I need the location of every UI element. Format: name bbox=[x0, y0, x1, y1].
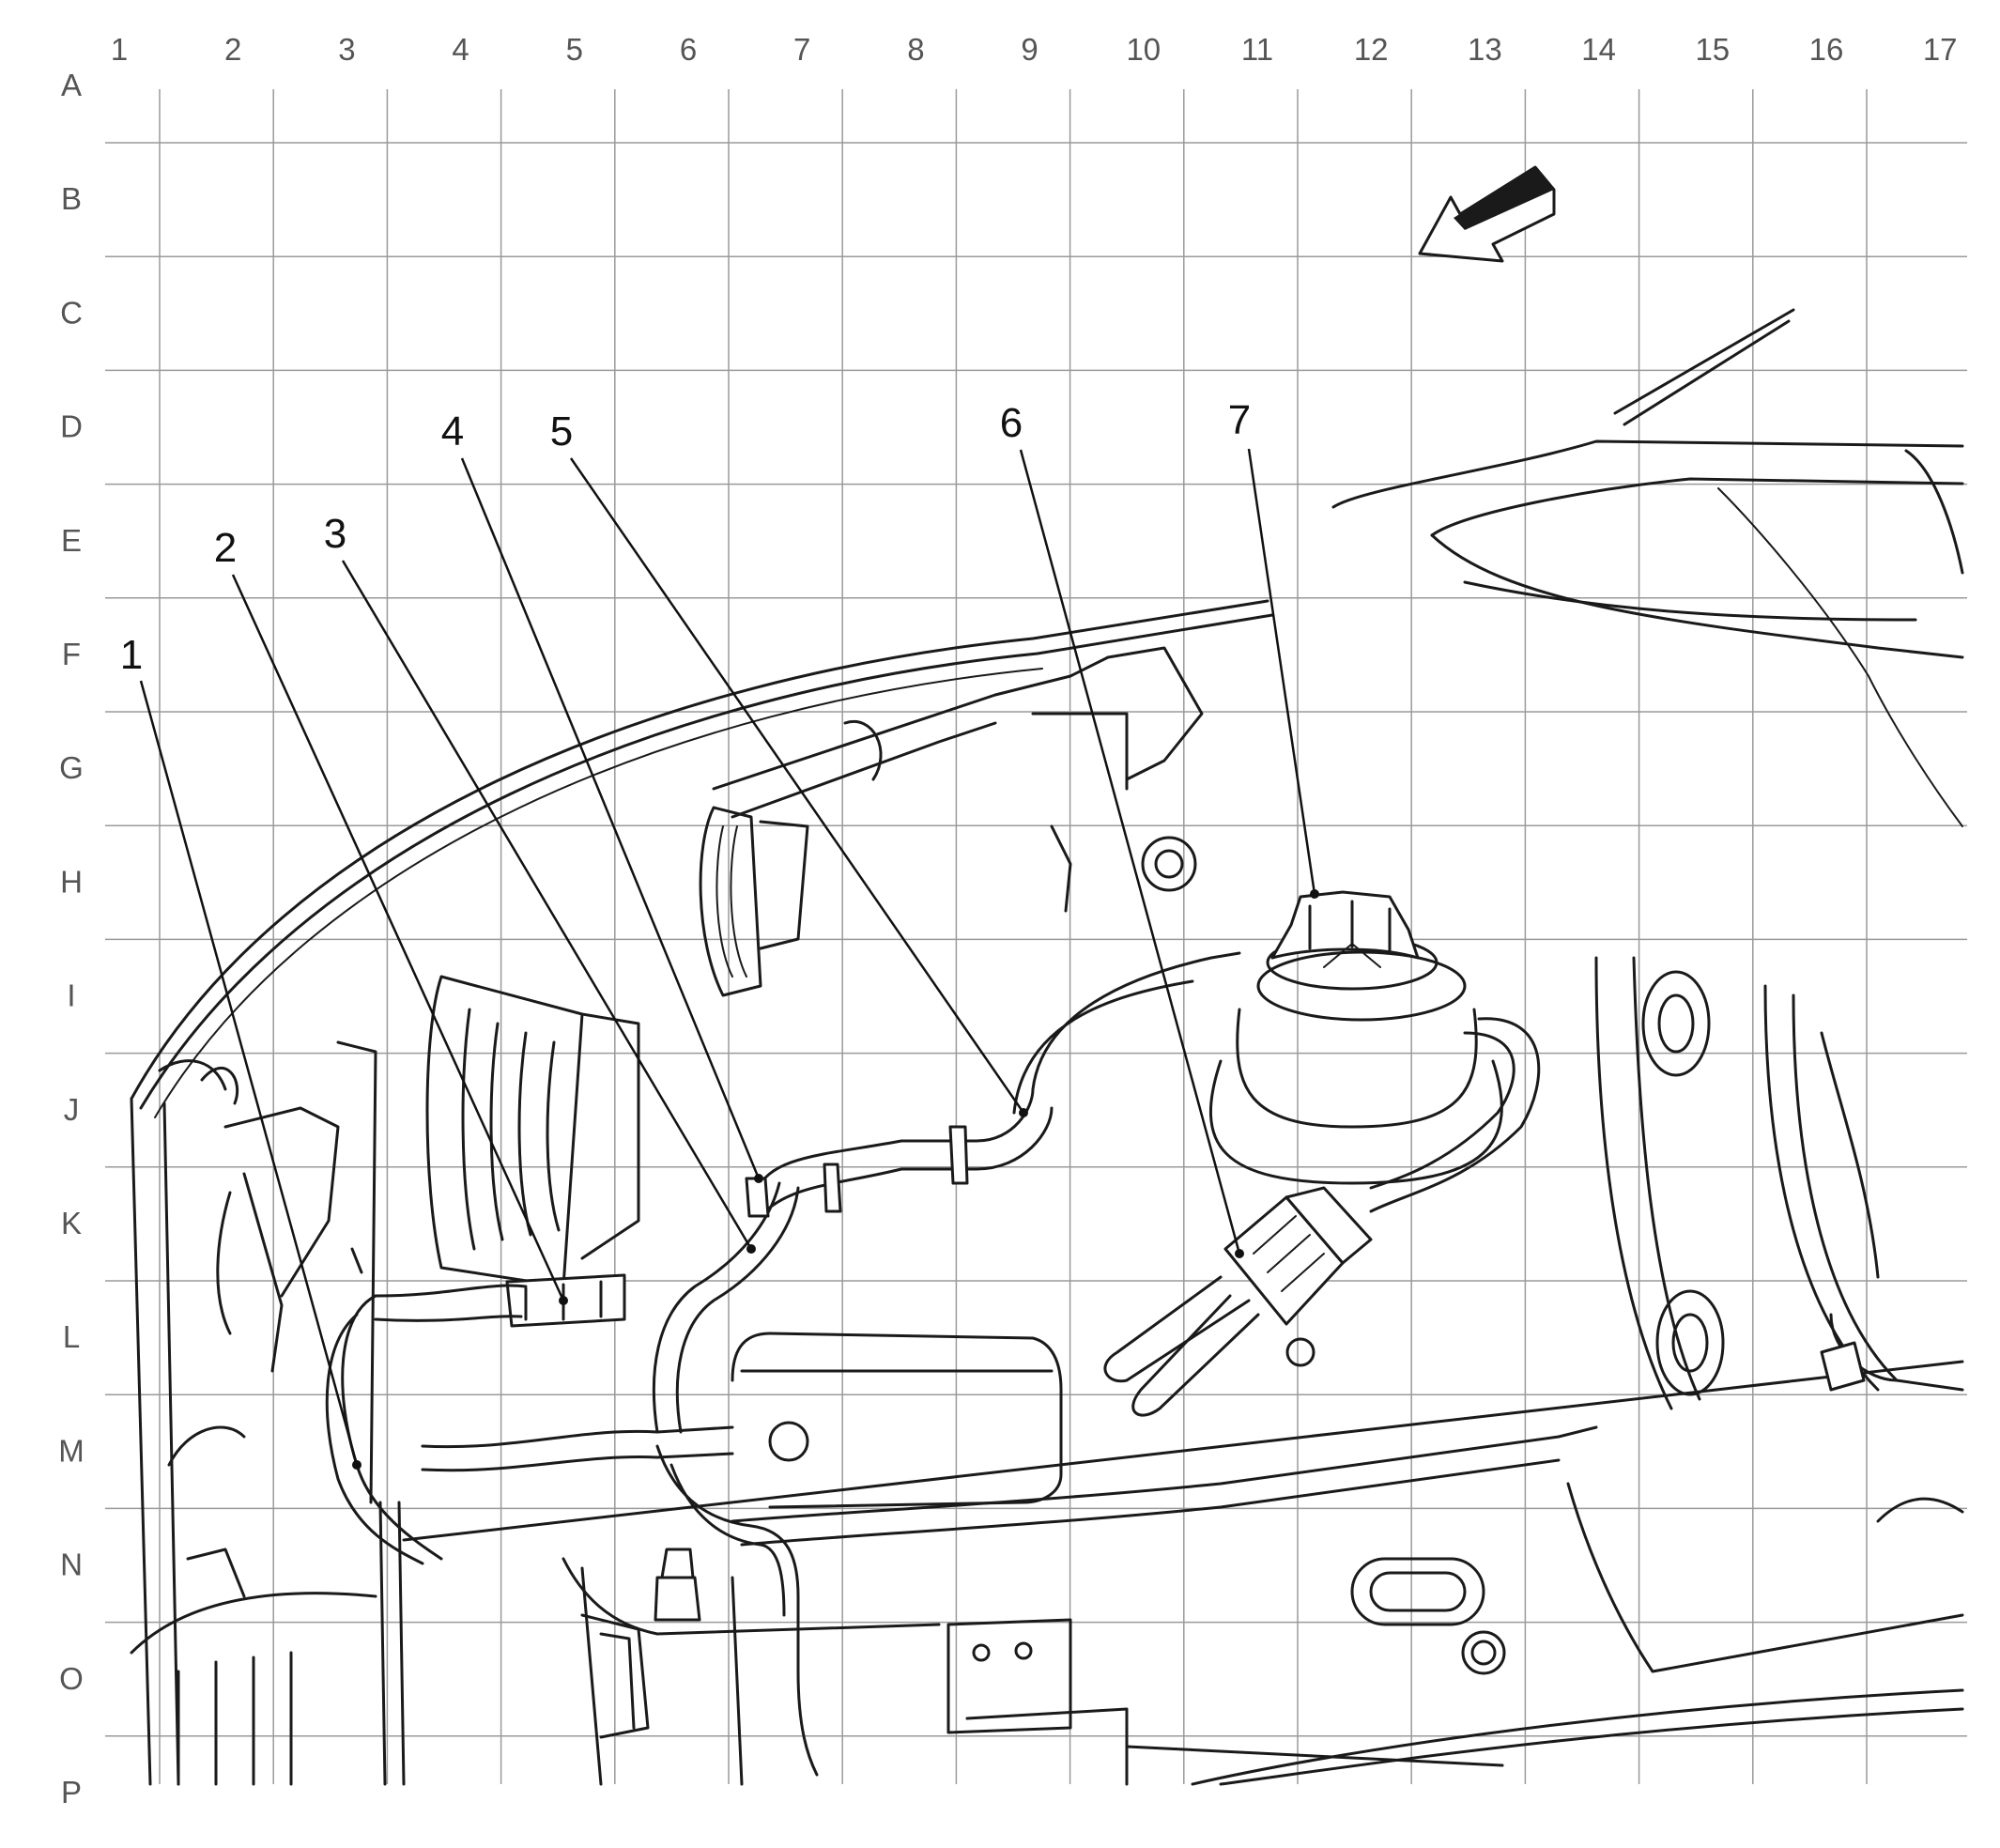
callout-4-label: 4 bbox=[441, 408, 464, 454]
grid-column-label: 5 bbox=[566, 32, 583, 67]
grid-row-label: P bbox=[61, 1775, 82, 1810]
callout-1-label: 1 bbox=[120, 632, 143, 678]
grid-column-label: 3 bbox=[338, 32, 355, 67]
grid-row-label: B bbox=[61, 181, 82, 216]
grid-row-label: H bbox=[60, 864, 83, 899]
grid-row-label: G bbox=[59, 750, 84, 785]
engine-compartment-panels bbox=[402, 1332, 1964, 1786]
grid-row-label: O bbox=[59, 1661, 84, 1696]
grid-column-label: 15 bbox=[1695, 32, 1730, 67]
callout-1-leader-line bbox=[139, 680, 359, 1466]
right-wheelhouse bbox=[1566, 956, 1964, 1673]
grid-row-label: F bbox=[62, 637, 81, 671]
grid-row-label: I bbox=[67, 978, 75, 1013]
strut-tower bbox=[1208, 890, 1503, 1185]
harness-clips bbox=[745, 1125, 969, 1218]
cowl-upper-panel bbox=[1331, 308, 1964, 827]
callout-5-target-dot bbox=[1019, 1108, 1028, 1117]
callout-7-leader-line bbox=[1247, 448, 1316, 895]
grid-row-labels: A B C D E F G H I J K L M N O P bbox=[58, 68, 85, 1810]
grid-row-label: L bbox=[63, 1319, 80, 1354]
grid-column-label: 14 bbox=[1581, 32, 1616, 67]
headlamp-assembly bbox=[425, 806, 809, 1288]
callout-7-target-dot bbox=[1310, 889, 1319, 899]
grid-column-label: 9 bbox=[1021, 32, 1038, 67]
callout-2-target-dot bbox=[559, 1296, 568, 1305]
callout-3-label: 3 bbox=[324, 511, 346, 557]
grid-column-label: 1 bbox=[111, 32, 128, 67]
grid-column-label: 7 bbox=[793, 32, 810, 67]
callout-4-target-dot bbox=[754, 1174, 763, 1183]
reference-grid bbox=[105, 89, 1967, 1784]
callout-1-target-dot bbox=[352, 1460, 362, 1470]
callout-7-label: 7 bbox=[1228, 397, 1251, 443]
harness-connector bbox=[1103, 1186, 1373, 1417]
callout-2-leader-line bbox=[231, 574, 565, 1301]
grid-column-label: 11 bbox=[1241, 32, 1273, 67]
callout-2-label: 2 bbox=[214, 525, 237, 571]
callout-group: 1 2 3 4 5 6 7 bbox=[120, 397, 1319, 1470]
callout-5-label: 5 bbox=[550, 408, 573, 454]
grid-column-label: 10 bbox=[1126, 32, 1161, 67]
grid-row-label: A bbox=[61, 68, 82, 102]
grid-row-label: J bbox=[64, 1092, 80, 1127]
grid-column-label: 12 bbox=[1354, 32, 1389, 67]
callout-3-leader-line bbox=[341, 560, 753, 1250]
grid-column-label: 8 bbox=[907, 32, 924, 67]
callout-6-label: 6 bbox=[1000, 400, 1023, 446]
front-direction-arrow-icon bbox=[1418, 165, 1556, 263]
mounting-stud bbox=[654, 1548, 701, 1622]
callout-6-leader-line bbox=[1019, 449, 1241, 1255]
grid-column-label: 2 bbox=[224, 32, 241, 67]
callout-6-target-dot bbox=[1235, 1249, 1244, 1258]
callout-3-target-dot bbox=[746, 1244, 756, 1254]
grid-row-label: C bbox=[60, 295, 83, 330]
grid-column-label: 4 bbox=[452, 32, 469, 67]
grid-column-label: 16 bbox=[1809, 32, 1844, 67]
callout-4-leader-line bbox=[460, 457, 761, 1179]
engine-harness-upper bbox=[1012, 951, 1541, 1213]
grid-column-label: 6 bbox=[680, 32, 697, 67]
grid-row-label: K bbox=[61, 1206, 82, 1240]
engine-compartment-line-art bbox=[130, 165, 1964, 1786]
grid-column-label: 17 bbox=[1923, 32, 1958, 67]
callout-5-leader-line bbox=[569, 457, 1025, 1114]
engine-harness-lower bbox=[325, 1087, 1054, 1777]
grid-row-label: M bbox=[58, 1433, 85, 1468]
grid-column-label: 13 bbox=[1468, 32, 1502, 67]
grid-row-label: D bbox=[60, 409, 83, 444]
grid-row-label: N bbox=[60, 1548, 83, 1582]
upper-bracket-area bbox=[712, 646, 1204, 913]
grid-row-label: E bbox=[61, 523, 82, 558]
left-front-structure bbox=[130, 1040, 406, 1786]
